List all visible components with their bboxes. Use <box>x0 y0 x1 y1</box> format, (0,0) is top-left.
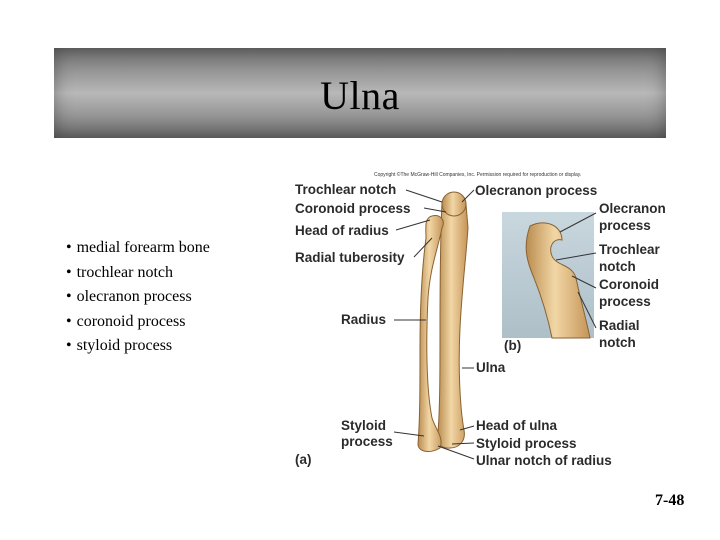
label-b-olecranon-1: Olecranon <box>599 201 666 216</box>
label-head-of-ulna: Head of ulna <box>476 418 558 433</box>
label-radial-tuberosity: Radial tuberosity <box>295 250 405 265</box>
label-radius: Radius <box>341 312 387 327</box>
bullet-item: •trochlear notch <box>66 263 174 281</box>
label-styloid-left-1: Styloid <box>341 418 387 433</box>
ulna-bone <box>437 197 469 449</box>
label-b-olecranon-2: process <box>599 218 651 233</box>
bullet-item: •olecranon process <box>66 288 192 305</box>
label-coronoid-process: Coronoid process <box>295 201 411 216</box>
label-panel-a: (a) <box>295 452 312 467</box>
label-ulna: Ulna <box>476 360 506 375</box>
label-styloid-left-2: process <box>341 434 393 449</box>
radius-bone <box>417 215 444 452</box>
bullet-item: •styloid process <box>66 337 173 354</box>
label-ulnar-notch-of-radius: Ulnar notch of radius <box>476 453 612 468</box>
bone-illustration <box>393 189 597 460</box>
bullet-list: •medial forearm bone •trochlear notch •o… <box>66 236 210 359</box>
ulna-radius-figure: Copyright ©The McGraw-Hill Companies, In… <box>290 168 690 468</box>
label-trochlear-notch: Trochlear notch <box>295 182 397 197</box>
label-styloid-process: Styloid process <box>476 436 577 451</box>
label-b-radial-1: Radial <box>599 318 640 333</box>
slide-number: 7-48 <box>655 492 685 509</box>
label-b-coronoid-1: Coronoid <box>599 277 659 292</box>
bullet-item: •medial forearm bone <box>66 239 210 256</box>
slide-title: Ulna <box>320 73 400 118</box>
title-bar: Ulna <box>54 48 666 138</box>
bullet-item: •coronoid process <box>66 312 186 330</box>
label-b-coronoid-2: process <box>599 294 651 309</box>
label-head-of-radius: Head of radius <box>295 223 389 238</box>
label-b-trochlear-2: notch <box>599 259 636 274</box>
label-b-trochlear-1: Trochlear <box>599 242 660 257</box>
copyright-notice: Copyright ©The McGraw-Hill Companies, In… <box>374 172 582 178</box>
label-panel-b: (b) <box>504 338 522 353</box>
label-b-radial-2: notch <box>599 335 636 350</box>
label-olecranon-process: Olecranon process <box>475 183 598 198</box>
